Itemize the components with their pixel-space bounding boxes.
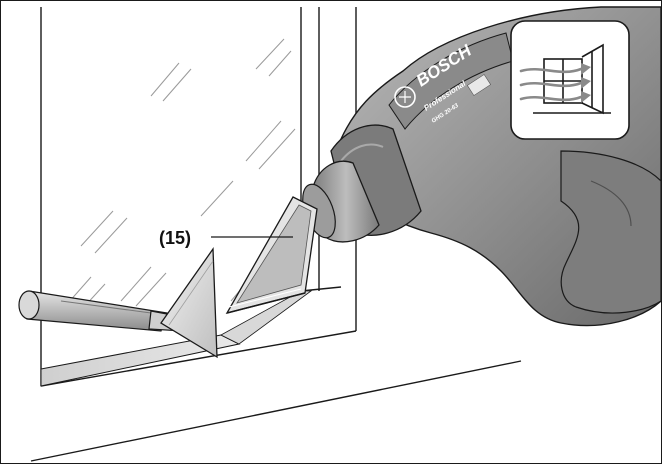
scraper-tool xyxy=(18,247,218,359)
brand-logo xyxy=(394,86,416,108)
model-badge xyxy=(466,74,492,96)
reflector-nozzle xyxy=(225,196,318,315)
callout-label: (15) xyxy=(159,228,191,248)
inner-sill xyxy=(220,290,313,345)
window-frame-hot-air-icon xyxy=(510,20,630,140)
